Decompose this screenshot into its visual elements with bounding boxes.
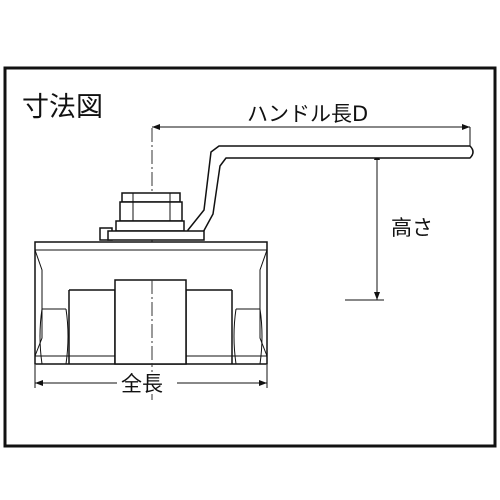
length-dim-arrow-right — [259, 380, 267, 386]
height-dim-arrow-bottom — [374, 292, 380, 300]
handle-dim-arrow-left — [152, 124, 160, 130]
handle-lever — [187, 145, 474, 237]
left-hex-curves — [39, 308, 69, 365]
overall-length-label: 全長 — [121, 372, 163, 396]
diagram-title: 寸法図 — [22, 92, 103, 123]
nut-top — [121, 192, 181, 203]
nut-body — [119, 201, 183, 222]
stem-plate — [107, 230, 205, 241]
right-end-chamfer — [259, 249, 268, 357]
length-label-mask — [117, 372, 177, 394]
length-dim-arrow-left — [35, 380, 43, 386]
washer — [115, 220, 185, 232]
center-body — [114, 279, 187, 365]
left-end-chamfer — [34, 249, 43, 357]
drawing-border — [3, 66, 497, 448]
handle-length-label: ハンドル長D — [247, 102, 369, 126]
height-label: 高さ — [391, 216, 433, 240]
right-hex-curves — [233, 308, 263, 365]
handle-dim-arrow-right — [462, 124, 470, 130]
